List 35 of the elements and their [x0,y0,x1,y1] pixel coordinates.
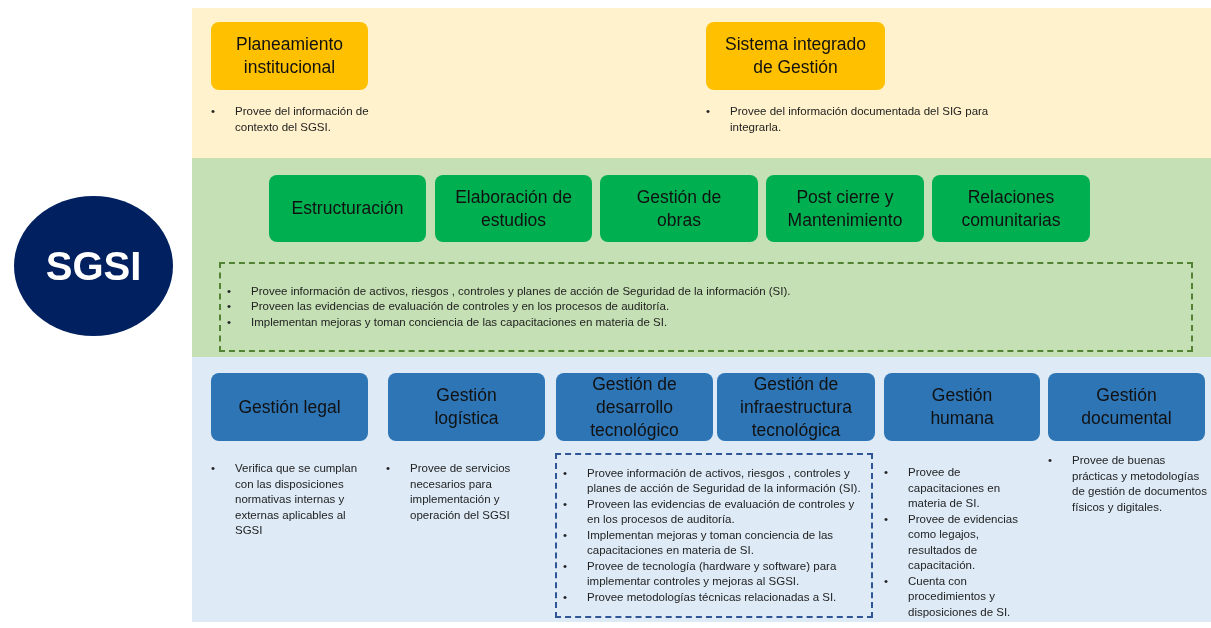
dashed-box [555,453,873,618]
bullet-text: • Provee información de activos, riesgos , controles y planes de acción de Seguridad de la información (SI). [563,465,862,497]
band-background [192,8,1211,158]
process-box: Sistema integrado de Gestión [706,22,885,90]
process-box: Estructuración [269,175,426,242]
sgsi-ellipse: SGSI [14,196,173,336]
bullet-text: • Implementan mejoras y toman conciencia de las capacitaciones en materia de SI. [563,527,835,559]
bullet-text: • Provee del información de contexto del SGSI. [211,104,370,135]
process-box: Planeamiento institucional [211,22,368,90]
process-box: Elaboración de estudios [435,175,592,242]
process-box: Gestión de desarrollo tecnológico [556,373,713,441]
bullet-text: • Provee de capacitaciones en materia de SI. [884,465,1002,511]
bullet-text: • Provee de buenas prácticas y metodologías de gestión de documentos físicos y digitales. [1048,453,1208,515]
process-box: Post cierre y Mantenimiento [766,175,924,242]
bullet-text: • Proveen las evidencias de evaluación de controles y en los procesos de auditoría. [227,299,671,315]
bullet-text: • Cuenta con procedimientos y disposiciones de SI. [884,573,1012,620]
process-box: Gestión logística [388,373,545,441]
process-box: Gestión de infraestructura tecnológica [717,373,875,441]
band-background [192,158,1211,357]
bullet-text: • Provee de evidencias como legajos, resultados de capacitación. [884,511,1019,573]
bullet-text: • Provee del información documentada del SIG para integrarla. [706,104,990,135]
bullet-text: • Provee de servicios necesarios para implementación y operación del SGSI [386,461,512,523]
process-box: Gestión de obras [600,175,758,242]
process-box: Relaciones comunitarias [932,175,1090,242]
bullet-text: • Provee metodologías técnicas relacionadas a SI. [563,589,838,605]
bullet-text: • Proveen las evidencias de evaluación de controles y en los procesos de auditoría. [563,496,856,528]
process-box: Gestión humana [884,373,1040,441]
band-background [192,357,1211,622]
bullet-text: • Provee información de activos, riesgos , controles y planes de acción de Seguridad de la información (SI). [227,283,791,299]
dashed-box [219,262,1193,352]
process-box: Gestión documental [1048,373,1205,441]
bullet-text: • Verifica que se cumplan con las disposiciones normativas internas y externas aplicables al SGSI [211,461,359,538]
process-box: Gestión legal [211,373,368,441]
bullet-text: • Provee de tecnología (hardware y software) para implementar controles y mejoras al SGSI. [563,558,838,590]
bullet-text: • Implementan mejoras y toman conciencia de las capacitaciones en materia de SI. [227,314,669,330]
